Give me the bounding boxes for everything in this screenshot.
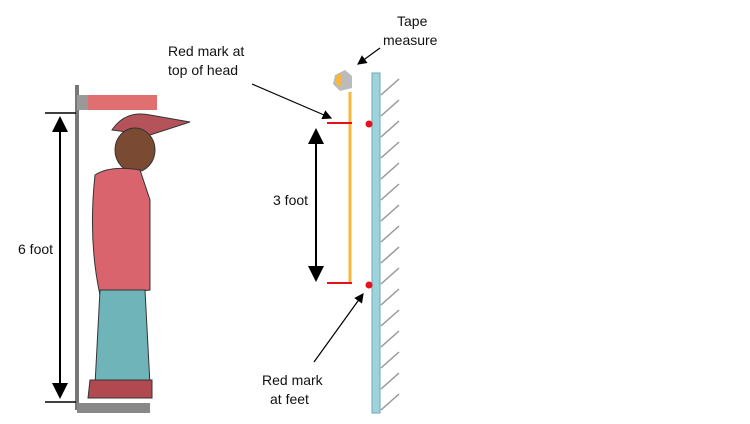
floor-base <box>77 403 150 413</box>
head-bar-bracket <box>77 95 88 110</box>
hatch-line <box>380 267 400 285</box>
six-foot-label: 6 foot <box>18 241 53 257</box>
red-mark-head-label-2: top of head <box>168 62 238 78</box>
hatch-line <box>380 246 400 264</box>
wall <box>371 72 381 414</box>
head-bar <box>88 95 157 110</box>
hatch-line <box>380 330 400 348</box>
red-dot-bottom <box>365 281 373 289</box>
left-scene: 6 foot <box>18 85 191 413</box>
tape-measure-reel <box>335 74 341 86</box>
hatch-line <box>380 204 400 222</box>
right-scene: 3 foot Red mark at top of head Tape meas… <box>168 13 438 414</box>
tape-measure-label-2: measure <box>383 32 438 48</box>
hatch-line <box>380 162 400 180</box>
red-dot-top <box>365 120 373 128</box>
hatch-line <box>380 372 400 390</box>
red-mark-feet-pointer <box>313 293 364 363</box>
tape-measure-pointer <box>357 47 381 65</box>
hatch-line <box>380 351 400 369</box>
red-mark-head-label-1: Red mark at <box>168 43 244 59</box>
person-illustration <box>87 113 191 399</box>
red-mark-feet-label-2: at feet <box>270 391 309 407</box>
wall-post <box>75 85 79 410</box>
hatch-line <box>380 141 400 159</box>
red-mark-head-pointer <box>251 83 333 120</box>
hatch-line <box>380 78 400 96</box>
hatch-line <box>380 393 400 411</box>
hatch-line <box>380 99 400 117</box>
red-mark-feet-label-1: Red mark <box>262 372 324 388</box>
hatch-line <box>380 120 400 138</box>
hatch-line <box>380 183 400 201</box>
hatch-line <box>380 288 400 306</box>
three-foot-label: 3 foot <box>273 192 308 208</box>
hatch-line <box>380 225 400 243</box>
wall-hatching <box>380 78 400 411</box>
hatch-line <box>380 309 400 327</box>
tape-measure-label-1: Tape <box>397 13 428 29</box>
